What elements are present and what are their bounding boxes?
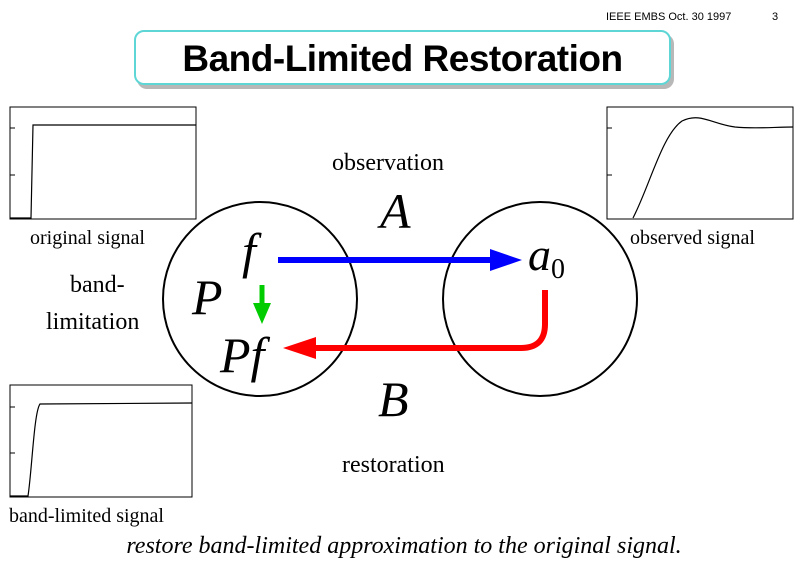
restoration-label: restoration <box>342 452 445 478</box>
band-limited-signal-plot <box>9 384 193 498</box>
p-symbol: P <box>192 269 223 325</box>
band-label-line2: limitation <box>46 309 140 335</box>
observed-signal-label: observed signal <box>630 227 755 249</box>
observation-arrow <box>278 249 522 271</box>
band-label-line1: band- <box>70 272 125 298</box>
restoration-arrow <box>283 290 548 359</box>
a-subscript: 0 <box>551 254 565 285</box>
original-signal-label: original signal <box>30 227 145 249</box>
conference-label: IEEE EMBS Oct. 30 1997 <box>606 11 732 23</box>
page-number: 3 <box>772 11 779 23</box>
observation-space-circle <box>442 201 638 397</box>
original-signal-plot <box>9 106 197 220</box>
operator-b-symbol: B <box>378 371 409 427</box>
pf-symbol: Pf <box>220 327 265 383</box>
a0-symbol: a0 <box>528 228 565 285</box>
operator-a-symbol: A <box>380 183 411 239</box>
slide-title: Band-Limited Restoration <box>182 38 623 79</box>
projection-arrow <box>253 285 271 324</box>
band-limited-signal-label: band-limited signal <box>9 505 164 527</box>
a-symbol: a <box>528 229 551 280</box>
f-symbol: f <box>242 223 256 279</box>
slide-caption: restore band-limited approximation to th… <box>126 533 682 559</box>
signal-space-circle <box>162 201 358 397</box>
observed-signal-plot <box>606 106 794 220</box>
title-box: Band-Limited Restoration <box>134 30 671 85</box>
observation-label: observation <box>332 150 444 176</box>
